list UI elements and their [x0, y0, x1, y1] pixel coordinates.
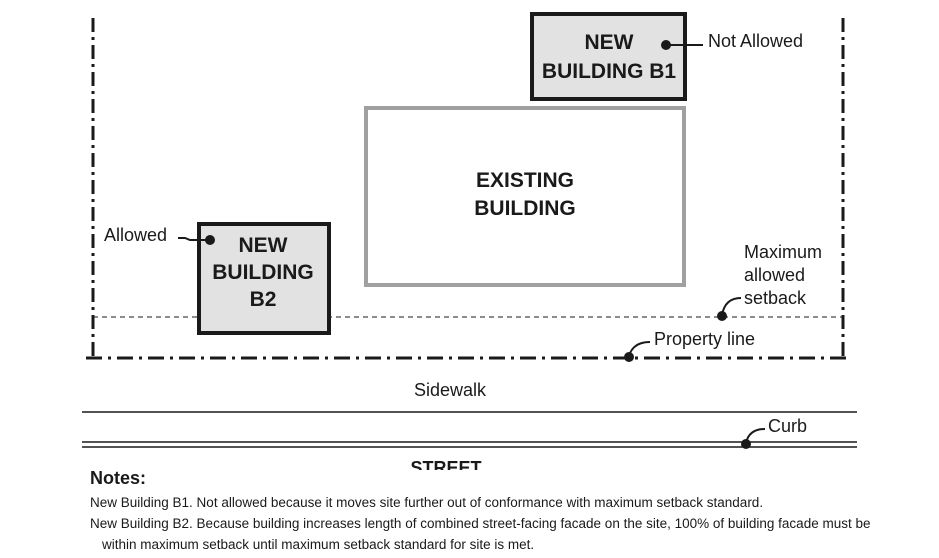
new-building-b2-label-line1: NEW: [239, 234, 288, 257]
setback-callout-dot: [717, 311, 727, 321]
setback-label-line1: Maximum: [744, 242, 822, 262]
property-line-callout-dot: [624, 352, 634, 362]
notes-title: Notes:: [90, 468, 147, 488]
existing-building: [364, 106, 686, 287]
note-b2: New Building B2. Because building increa…: [90, 516, 871, 531]
setback-label-line3: setback: [744, 288, 807, 308]
existing-building-label-line2: BUILDING: [474, 197, 576, 220]
not-allowed-label: Not Allowed: [708, 31, 803, 51]
new-building-b1-label-line1: NEW: [585, 31, 634, 54]
setback-label-line2: allowed: [744, 265, 805, 285]
b2-callout-dot: [205, 235, 215, 245]
new-building-b1-label-line2: BUILDING B1: [542, 60, 676, 83]
existing-building-label-line1: EXISTING: [476, 169, 574, 192]
note-b2-continued: within maximum setback until maximum set…: [102, 537, 535, 552]
street-label: STREET: [410, 458, 481, 470]
note-b1: New Building B1. Not allowed because it …: [90, 495, 764, 510]
property-line-label: Property line: [654, 329, 755, 349]
curb-label: Curb: [768, 416, 807, 436]
b2-callout-leader: [178, 237, 209, 241]
new-building-b2: [197, 222, 331, 335]
sidewalk-label: Sidewalk: [414, 380, 487, 400]
new-building-b2-label-line3: B2: [250, 288, 277, 311]
notes-section: Notes: New Building B1. Not allowed beca…: [90, 468, 920, 556]
site-plan-diagram: EXISTING BUILDING NEW BUILDING B1 Not Al…: [82, 12, 857, 470]
curb-callout-dot: [741, 439, 751, 449]
allowed-label: Allowed: [104, 225, 167, 245]
new-building-b2-label-line2: BUILDING: [212, 261, 314, 284]
new-building-b1: [530, 12, 687, 101]
